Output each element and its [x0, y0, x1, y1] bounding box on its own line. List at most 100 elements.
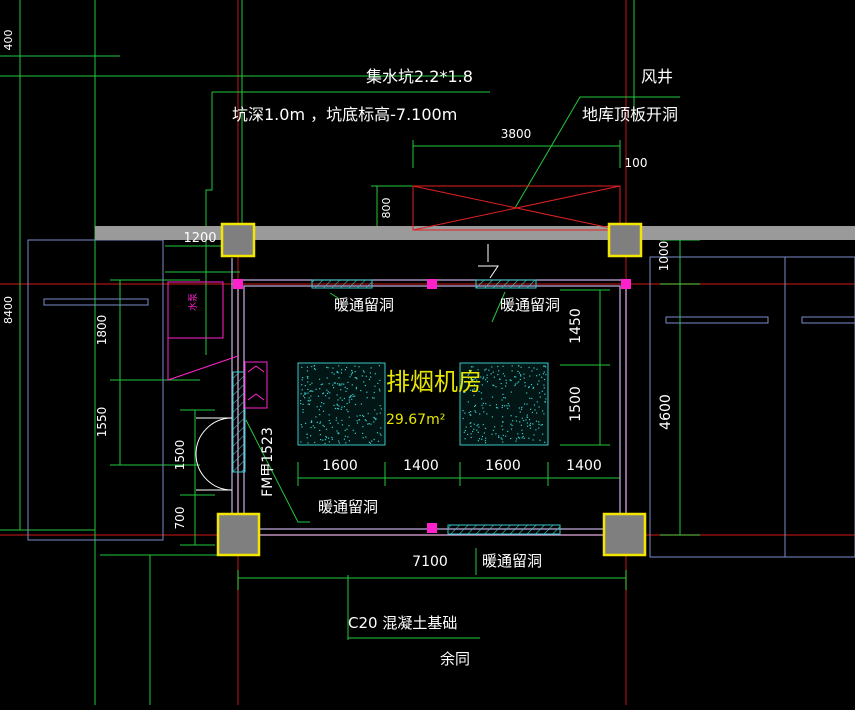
hvac-opening-top-2: [475, 279, 537, 289]
speckle-dot: [373, 421, 375, 423]
speckle-dot: [522, 420, 525, 422]
speckle-dot: [515, 420, 518, 422]
speckle-dot: [368, 441, 370, 443]
dim-text-base-1: 1600: [322, 458, 358, 474]
speckle-dot: [468, 382, 470, 384]
speckle-dot: [322, 424, 324, 426]
speckle-dot: [518, 407, 520, 409]
speckle-dot: [307, 381, 309, 383]
speckle-dot: [538, 427, 540, 429]
speckle-dot: [468, 373, 470, 375]
speckle-dot: [501, 387, 503, 389]
speckle-dot: [307, 392, 309, 394]
speckle-dot: [497, 365, 499, 368]
speckle-dot: [508, 405, 510, 407]
speckle-dot: [328, 441, 330, 443]
speckle-dot: [471, 381, 473, 383]
speckle-dot: [302, 409, 304, 411]
speckle-dot: [510, 437, 512, 440]
speckle-dot: [528, 437, 530, 439]
roof-opening-rect: [412, 185, 621, 231]
equipment-base-right: [459, 362, 549, 446]
speckle-dot: [307, 399, 309, 402]
speckle-dot: [543, 384, 545, 386]
speckle-dot: [326, 366, 328, 368]
speckle-dot: [337, 383, 339, 385]
speckle-dot: [523, 403, 526, 405]
speckle-dot: [368, 378, 371, 381]
speckle-dot: [502, 373, 504, 375]
speckle-dot: [519, 421, 521, 423]
speckle-dot: [306, 433, 308, 435]
speckle-dot: [477, 440, 479, 442]
speckle-dot: [311, 366, 313, 368]
speckle-dot: [518, 381, 520, 383]
speckle-dot: [516, 382, 518, 384]
speckle-dot: [333, 373, 335, 375]
speckle-dot: [324, 442, 326, 445]
speckle-dot: [526, 414, 528, 416]
speckle-dot: [470, 436, 472, 439]
speckle-dot: [515, 416, 517, 418]
speckle-dot: [528, 386, 530, 388]
speckle-dot: [531, 397, 533, 400]
speckle-dot: [363, 415, 365, 418]
speckle-dot: [309, 390, 311, 392]
speckle-dot: [301, 426, 303, 428]
speckle-dot: [532, 439, 534, 441]
speckle-dot: [471, 377, 473, 379]
speckle-dot: [373, 397, 375, 399]
dim-text-gap-2: 1400: [566, 458, 602, 474]
speckle-dot: [543, 378, 546, 381]
entry-arrow-symbol: [478, 244, 499, 279]
speckle-dot: [378, 365, 380, 367]
speckle-dot: [467, 401, 469, 403]
speckle-dot: [302, 395, 305, 397]
speckle-dot: [477, 431, 479, 433]
speckle-dot: [505, 382, 507, 384]
speckle-dot: [544, 365, 546, 367]
speckle-dot: [541, 376, 543, 378]
door-swing-1: [195, 417, 233, 455]
speckle-dot: [363, 381, 365, 383]
speckle-dot: [478, 390, 480, 393]
speckle-dot: [302, 377, 304, 379]
speckle-dot: [519, 378, 521, 380]
speckle-dot: [505, 379, 507, 381]
speckle-dot: [337, 399, 339, 401]
speckle-dot: [332, 384, 334, 386]
speckle-dot: [348, 425, 350, 427]
speckle-dot: [301, 366, 303, 368]
speckle-dot: [510, 423, 512, 425]
right-room-bar-1: [665, 316, 769, 324]
speckle-dot: [526, 403, 528, 405]
speckle-dot: [363, 371, 365, 373]
speckle-dot: [301, 379, 303, 381]
speckle-dot: [348, 416, 350, 418]
speckle-dot: [370, 423, 372, 425]
speckle-dot: [362, 370, 364, 372]
speckle-dot: [338, 405, 340, 407]
speckle-dot: [470, 411, 472, 413]
speckle-dot: [477, 423, 479, 426]
leader-pit-drop: [205, 92, 213, 355]
speckle-dot: [377, 440, 380, 442]
speckle-dot: [504, 397, 506, 399]
speckle-dot: [338, 365, 340, 367]
speckle-dot: [328, 414, 330, 416]
speckle-dot: [338, 442, 340, 444]
fixture-mark: [247, 393, 265, 401]
speckle-dot: [538, 406, 540, 408]
speckle-dot: [510, 391, 512, 393]
speckle-dot: [464, 412, 466, 414]
speckle-dot: [302, 411, 304, 413]
speckle-dot: [462, 410, 464, 412]
speckle-dot: [354, 365, 356, 367]
speckle-dot: [545, 398, 547, 400]
speckle-dot: [545, 366, 547, 368]
speckle-dot: [482, 378, 484, 380]
speckle-dot: [523, 437, 525, 439]
speckle-dot: [516, 438, 518, 440]
speckle-dot: [504, 405, 506, 407]
